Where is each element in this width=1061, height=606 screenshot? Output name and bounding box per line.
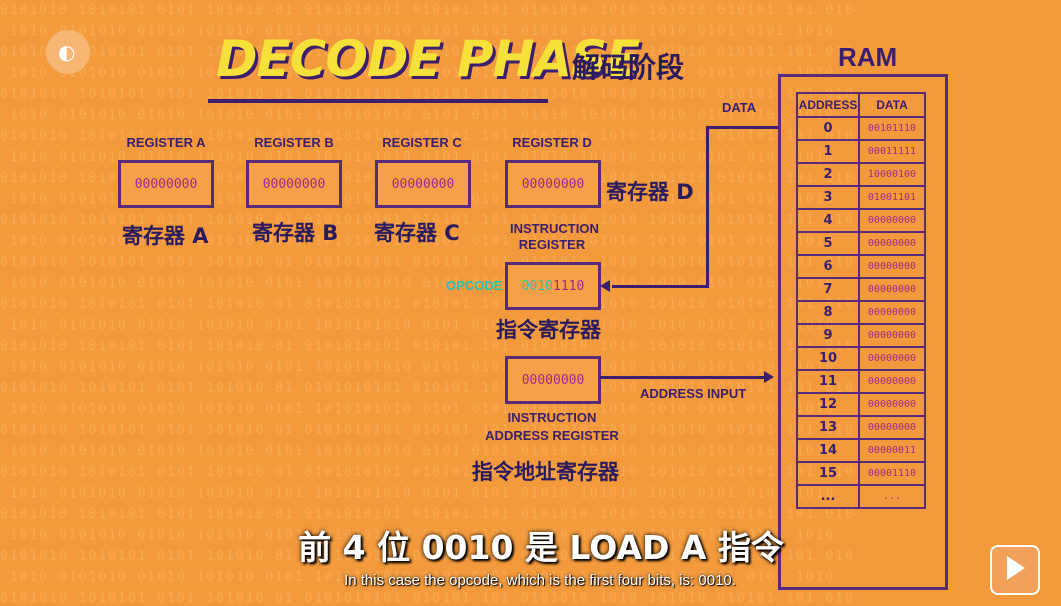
ram-data-cell: 00000000 — [858, 323, 926, 348]
ram-address-cell: 11 — [796, 369, 860, 394]
ram-data-cell: 01001101 — [858, 185, 926, 210]
ram-row: ...... — [796, 484, 926, 509]
address-input-label: ADDRESS INPUT — [640, 386, 747, 401]
register-a-label: REGISTER A — [126, 135, 206, 150]
page-title-cn: 解码阶段 — [572, 51, 685, 84]
ram-data-cell: 00000000 — [858, 254, 926, 279]
ram-address-cell: 13 — [796, 415, 860, 440]
data-arrow-icon — [600, 280, 610, 292]
address-input-line — [600, 376, 766, 379]
register-b-label: REGISTER B — [254, 135, 334, 150]
ram-data-cell: 00000011 — [858, 438, 926, 463]
data-line-vertical — [706, 126, 709, 288]
data-line-top — [706, 126, 778, 129]
register-d-box: 00000000 — [505, 160, 601, 208]
title-underline — [208, 99, 548, 103]
opcode-label: OPCODE — [446, 278, 503, 293]
ram-data-cell: 00000000 — [858, 415, 926, 440]
ram-outer-box — [778, 74, 948, 590]
play-button-icon[interactable] — [1007, 556, 1025, 580]
data-line-bottom — [612, 285, 709, 288]
opcode-bits: 0010 — [521, 278, 553, 294]
ram-data-cell: 00011111 — [858, 139, 926, 164]
ram-header-address: ADDRESS — [796, 92, 860, 118]
ram-data-cell: 00101110 — [858, 116, 926, 141]
ram-address-cell: 1 — [796, 139, 860, 164]
ram-address-cell: ... — [796, 484, 860, 509]
ram-data-cell: 00000000 — [858, 277, 926, 302]
ram-title: RAM — [838, 42, 898, 72]
subtitle-en: In this case the opcode, which is the fi… — [344, 572, 736, 589]
instruction-register-label: INSTRUCTION REGISTER — [510, 221, 599, 252]
ram-data-cell: 00000000 — [858, 369, 926, 394]
register-c-box: 00000000 — [375, 160, 471, 208]
ram-address-cell: 6 — [796, 254, 860, 279]
operand-bits: 1110 — [553, 278, 585, 294]
ram-address-cell: 9 — [796, 323, 860, 348]
ram-data-cell: 00000000 — [858, 231, 926, 256]
register-a-box: 00000000 — [118, 160, 214, 208]
ram-address-cell: 3 — [796, 185, 860, 210]
ram-address-cell: 15 — [796, 461, 860, 486]
pbs-logo-icon — [46, 30, 90, 74]
instruction-address-register-label-1: INSTRUCTION — [507, 410, 597, 425]
ram-address-cell: 7 — [796, 277, 860, 302]
ram-address-cell: 14 — [796, 438, 860, 463]
register-c-cn: 寄存器 C — [374, 221, 460, 245]
ram-data-cell: 00001110 — [858, 461, 926, 486]
ram-address-cell: 4 — [796, 208, 860, 233]
ram-address-cell: 8 — [796, 300, 860, 325]
instruction-address-register-label-2: ADDRESS REGISTER — [485, 428, 619, 443]
subtitle-cn: 前 4 位 0010 是 LOAD A 指令 — [298, 528, 784, 567]
data-label: DATA — [722, 100, 757, 115]
ram-address-cell: 5 — [796, 231, 860, 256]
ram-address-cell: 12 — [796, 392, 860, 417]
instruction-address-register-cn: 指令地址寄存器 — [472, 460, 619, 484]
ram-address-cell: 10 — [796, 346, 860, 371]
instruction-register-cn: 指令寄存器 — [496, 318, 601, 342]
register-c-label: REGISTER C — [382, 135, 462, 150]
ram-header-data: DATA — [858, 92, 926, 118]
ram-data-cell: 00000000 — [858, 300, 926, 325]
register-a-cn: 寄存器 A — [122, 224, 209, 248]
register-d-cn: 寄存器 D — [606, 180, 694, 204]
page-title: DECODE PHASE — [216, 30, 640, 88]
register-b-box: 00000000 — [246, 160, 342, 208]
ram-data-cell: 00000000 — [858, 392, 926, 417]
ram-data-cell: 10000100 — [858, 162, 926, 187]
address-input-arrow-icon — [764, 371, 774, 383]
ram-data-cell: 00000000 — [858, 346, 926, 371]
register-b-cn: 寄存器 B — [252, 221, 339, 245]
pbs-logo-glyph: ◐ — [58, 40, 76, 64]
ram-address-cell: 2 — [796, 162, 860, 187]
ram-data-cell: 00000000 — [858, 208, 926, 233]
ram-address-cell: 0 — [796, 116, 860, 141]
register-d-label: REGISTER D — [512, 135, 592, 150]
ram-data-cell: ... — [858, 484, 926, 509]
instruction-address-register-box: 00000000 — [505, 356, 601, 404]
